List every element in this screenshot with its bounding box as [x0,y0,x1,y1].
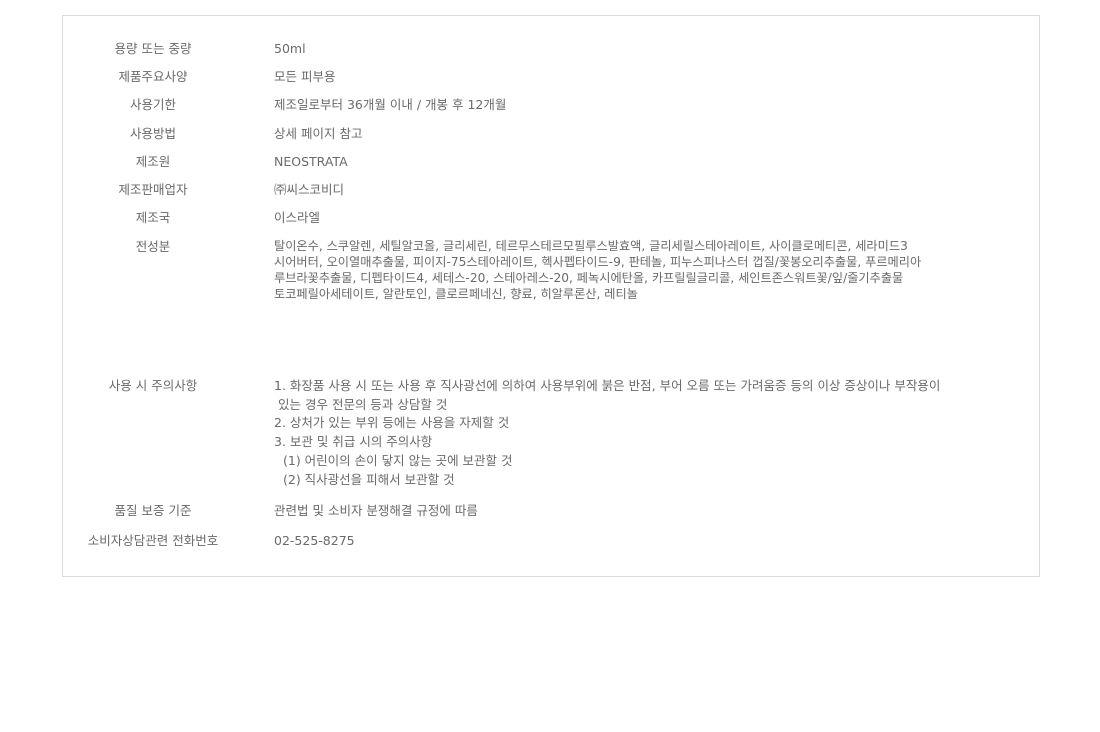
info-value: 02-525-8275 [274,533,355,548]
info-label: 제조원 [135,154,171,169]
info-value: 이스라엘 [274,210,321,225]
info-label: 제조국 [135,210,171,225]
info-label: 사용방법 [129,126,176,141]
ingredients-line: 토코페릴아세테이트, 알란토인, 클로르페네신, 향료, 히알루론산, 레티놀 [274,287,638,301]
ingredients-line: 시어버터, 오이열매추출물, 피이지-75스테아레이트, 헥사펩타이드-9, 판… [274,255,922,269]
info-label: 제조판매업자 [118,182,188,197]
caution-line: (1) 어린이의 손이 닿지 않는 곳에 보관할 것 [283,452,513,468]
info-value: 상세 페이지 참고 [274,126,363,141]
product-info-table: 용량 또는 중량 50ml 제품주요사양 모든 피부용 사용기한 제조일로부터 … [62,15,1040,577]
caution-line: 2. 상처가 있는 부위 등에는 사용을 자제할 것 [274,415,510,431]
info-value: 모든 피부용 [274,69,336,84]
ingredients-line: 루브라꽃추출물, 디펩타이드4, 세테스-20, 스테아레스-20, 페녹시에탄… [274,271,904,285]
info-label: 사용기한 [129,97,176,112]
info-value: ㈜씨스코비디 [274,182,345,197]
caution-line: 있는 경우 전문의 등과 상담할 것 [278,396,448,412]
info-label: 용량 또는 중량 [114,41,192,56]
info-value: 50ml [274,41,306,56]
caution-line: 1. 화장품 사용 시 또는 사용 후 직사광선에 의하여 사용부위에 붉은 반… [274,378,941,393]
caution-text: 1. 화장품 사용 시 또는 사용 후 직사광선에 의하여 사용부위에 붉은 반… [274,377,974,489]
info-label: 품질 보증 기준 [114,503,192,518]
caution-line: (2) 직사광선을 피해서 보관할 것 [283,471,455,487]
info-label: 사용 시 주의사항 [108,378,198,393]
caution-line: 3. 보관 및 취급 시의 주의사항 [274,434,433,450]
ingredients-text: 탈이온수, 스쿠알렌, 세틸알코올, 글리세린, 테르무스테르모필루스발효액, … [274,238,974,302]
ingredients-line: 탈이온수, 스쿠알렌, 세틸알코올, 글리세린, 테르무스테르모필루스발효액, … [274,239,908,253]
info-label: 제품주요사양 [118,69,188,84]
info-value: 관련법 및 소비자 분쟁해결 규정에 따름 [274,503,478,518]
info-value: NEOSTRATA [274,154,348,169]
info-label: 소비자상담관련 전화번호 [87,533,219,548]
info-label: 전성분 [135,239,171,254]
info-value: 제조일로부터 36개월 이내 / 개봉 후 12개월 [274,97,507,112]
